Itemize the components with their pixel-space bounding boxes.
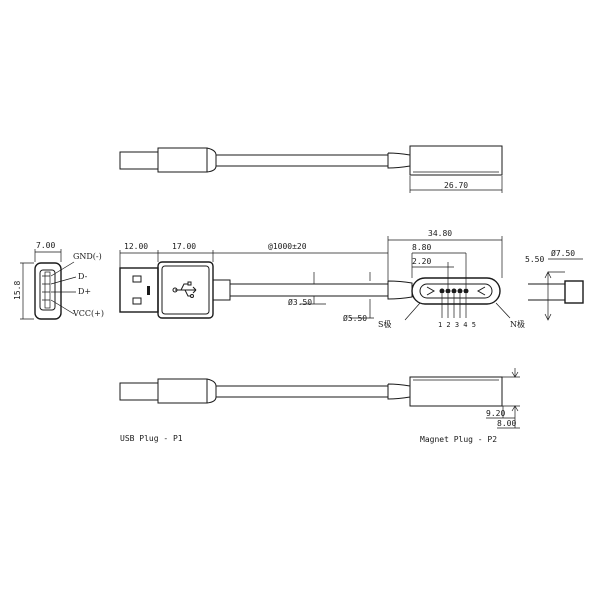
usb-window-1 [132,275,142,283]
bottom-dim-arrows [511,371,519,412]
usb-end-dim-height: 15.8 [13,281,22,300]
dim-magnet-length: 34.80 [428,229,452,238]
bottom-cable [230,385,388,398]
bottom-strain-relief [387,383,411,400]
usb-end-contacts [42,275,50,301]
magnet-head-side: 1 2 3 4 5 S极 N极 [378,277,525,329]
bottom-usb-neck [216,385,230,398]
bottom-usb-boot [206,378,217,404]
dim-strain-dia: Ø5.50 [343,313,367,323]
magnet-n-mark [476,286,486,296]
bottom-dim-lines [502,368,520,428]
top-usb-neck [216,154,230,167]
dim-line-pin-pitch [412,262,454,288]
dim-usb-body: 17.00 [172,242,196,251]
dim-end-height: 5.50 [525,255,544,264]
usb-end-outer [34,262,62,320]
pole-n-label: N极 [510,319,525,329]
caption-usb-plug: USB Plug - P1 [120,434,183,443]
leader-vcc [50,299,75,315]
bottom-view: 9.20 8.00 [119,368,520,429]
usb-end-inner [39,269,56,311]
side-dimensions: 12.00 17.00 @1000±20 34.80 8.80 2.20 Ø3.… [119,229,503,323]
dim-line-cable-dia [300,272,326,305]
top-cable [230,154,388,167]
magnet-end-dim-arrows [544,271,552,321]
usb-tip-side [119,267,159,313]
usb-logo-icon [172,281,197,298]
magnet-face [419,283,493,299]
bottom-magnet-head [409,376,503,407]
top-magnet-head [409,145,503,176]
pin-label-dplus: D+ [78,287,91,296]
usb-end-dim-height-line [20,262,34,320]
side-view: 7.00 15.8 GND(-) D- D+ VCC(+) [13,229,584,329]
leader-dminus [50,276,77,285]
magnet-strain-side [387,280,413,300]
dim-pin-span: 8.80 [412,243,431,252]
usb-plug-side [119,261,231,319]
magnet-end-cap [564,280,584,304]
dim-8-00: 8.00 [497,419,516,428]
magnet-s-mark [426,286,436,296]
magnet-end-view: 5.50 Ø7.50 [525,248,584,321]
top-view: 26.70 [119,145,503,193]
magnet-end-shaft [528,283,566,301]
dim-cable-length: @1000±20 [268,242,307,251]
dim-end-dia: Ø7.50 [551,248,575,258]
leader-n-pole [495,302,511,319]
dim-9-20: 9.20 [486,409,505,418]
bottom-usb-tip [119,382,159,401]
usb-window-2 [132,297,142,305]
top-usb-boot [206,147,217,173]
leader-gnd [50,261,75,277]
pin-number-leaders [441,294,467,318]
bottom-dim-920-line [486,406,515,419]
usb-neck-side [213,279,231,301]
leader-s-pole [404,302,421,321]
side-dim-ext-lines [119,236,503,281]
magnet-body-side [411,277,501,305]
side-cable [230,283,388,297]
magnet-pins [439,288,469,294]
caption-magnet-plug: Magnet Plug - P2 [420,435,497,444]
bottom-usb-body [157,378,208,404]
dim-usb-tip: 12.00 [124,242,148,251]
pin-label-dminus: D- [78,272,88,281]
dim-line-pin-span [411,252,467,288]
dim-line-strain-dia [350,272,374,319]
usb-body-side [157,261,214,319]
dim-pin-pitch: 2.20 [412,257,431,266]
dim-cable-dia: Ø3.50 [288,297,312,307]
pin-label-gnd: GND(-) [73,252,102,261]
top-usb-body [157,147,208,173]
pin-label-vcc: VCC(+) [72,309,104,318]
usb-end-dim-width: 7.00 [36,241,55,250]
pole-s-label: S极 [378,319,391,329]
pin-numbers: 1 2 3 4 5 [438,321,476,329]
usb-end-tongue [44,271,51,309]
usb-body-inner [161,265,210,315]
top-dim-magnet-width: 26.70 [444,181,468,190]
usb-end-view: 7.00 15.8 GND(-) D- D+ VCC(+) [13,241,104,320]
top-strain-relief [387,152,411,169]
top-usb-tip [119,151,159,170]
usb-led-mark [147,286,150,295]
usb-end-dim-width-line [34,249,62,262]
